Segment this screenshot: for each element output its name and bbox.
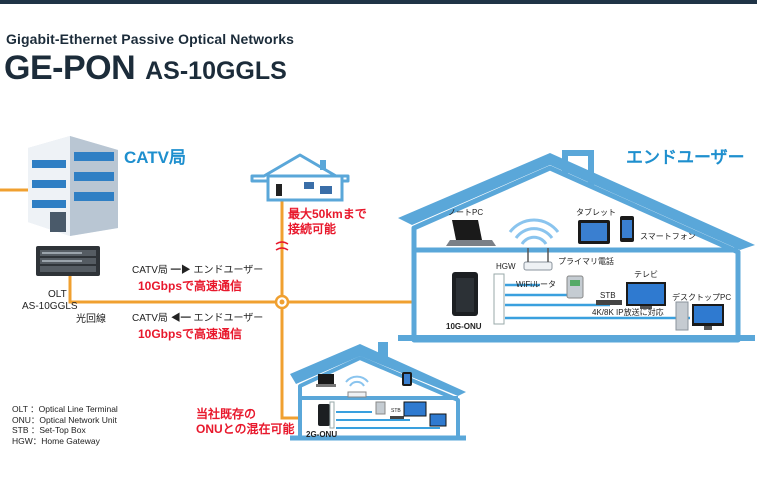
desktop-pc-icon (675, 301, 724, 331)
page-subtitle: Gigabit-Ethernet Passive Optical Network… (6, 31, 295, 47)
top-bar (0, 0, 757, 4)
legend-item: ONU：Optical Network Unit (12, 414, 117, 425)
smartphone-label: スマートフォン (640, 232, 696, 241)
tablet-icon (578, 220, 610, 244)
lan-lines (505, 283, 690, 320)
product-name: GE-PON (4, 49, 136, 87)
phone-icon (566, 275, 584, 299)
lower-house-lan (336, 411, 440, 429)
lower-house-devices (316, 372, 447, 429)
tablet-label: タブレット (576, 208, 616, 217)
max-distance-label-2: 接続可能 (288, 222, 337, 236)
downstream-speed-label: 10Gbpsで高速通信 (138, 279, 243, 293)
page-title: GE-PON AS-10GGLS (4, 49, 287, 88)
olt-model-label: AS-10GGLS (22, 301, 78, 312)
catv-building (28, 136, 118, 236)
hgw-onu-device-icon (452, 272, 505, 325)
onu-2g-label: 2G-ONU (306, 430, 338, 439)
downstream-direction-label: CATV局 ━▶ エンドユーザー (132, 265, 264, 276)
mixed-onu-label-1: 当社既存の (196, 407, 257, 421)
lower-house (290, 342, 466, 441)
wifi-signal-icon (508, 218, 560, 245)
upstream-speed-label: 10Gbpsで高速通信 (138, 327, 243, 341)
olt-label: OLT (48, 289, 67, 300)
wifi-router-icon (523, 248, 553, 271)
small-stb-label: STB (391, 408, 401, 414)
upstream-direction-label: CATV局 ◀━ エンドユーザー (132, 313, 264, 324)
tv-label: テレビ (634, 270, 658, 279)
mixed-onu-label-2: ONUとの混在可能 (196, 422, 295, 436)
catv-station-label: CATV局 (124, 148, 187, 167)
primary-phone-label: プライマリ電話 (558, 257, 614, 266)
stb-icon (596, 300, 622, 305)
end-user-label: エンドユーザー (626, 148, 745, 167)
small-house-top (250, 153, 350, 202)
fiber-line-label: 光回線 (76, 314, 106, 325)
olt-device (36, 246, 100, 276)
legend-item: OLT ：Optical Line Terminal (12, 404, 118, 414)
legend: OLT ：Optical Line Terminal ONU：Optical N… (12, 404, 118, 446)
model-name: AS-10GGLS (145, 57, 287, 85)
smartphone-icon (620, 216, 634, 242)
tv-icon (626, 282, 666, 309)
max-distance-label-1: 最大50kmまで (288, 207, 367, 221)
legend-item: STB ：Set-Top Box (12, 425, 86, 435)
ip-broadcast-label: 4K/8K IP放送に対応 (592, 308, 664, 317)
stb-label: STB (600, 291, 616, 300)
laptop-label: ノートPC (448, 208, 484, 217)
laptop-icon (446, 220, 496, 246)
desktop-pc-label: デスクトップPC (672, 293, 732, 302)
wifi-router-label: WiFiルータ (516, 280, 556, 289)
legend-item: HGW：Home Gateway (12, 435, 100, 446)
distance-break-mark (275, 241, 289, 251)
hgw-label: HGW (496, 262, 516, 271)
onu-10g-label: 10G-ONU (446, 322, 482, 331)
splitter-node (274, 294, 290, 310)
